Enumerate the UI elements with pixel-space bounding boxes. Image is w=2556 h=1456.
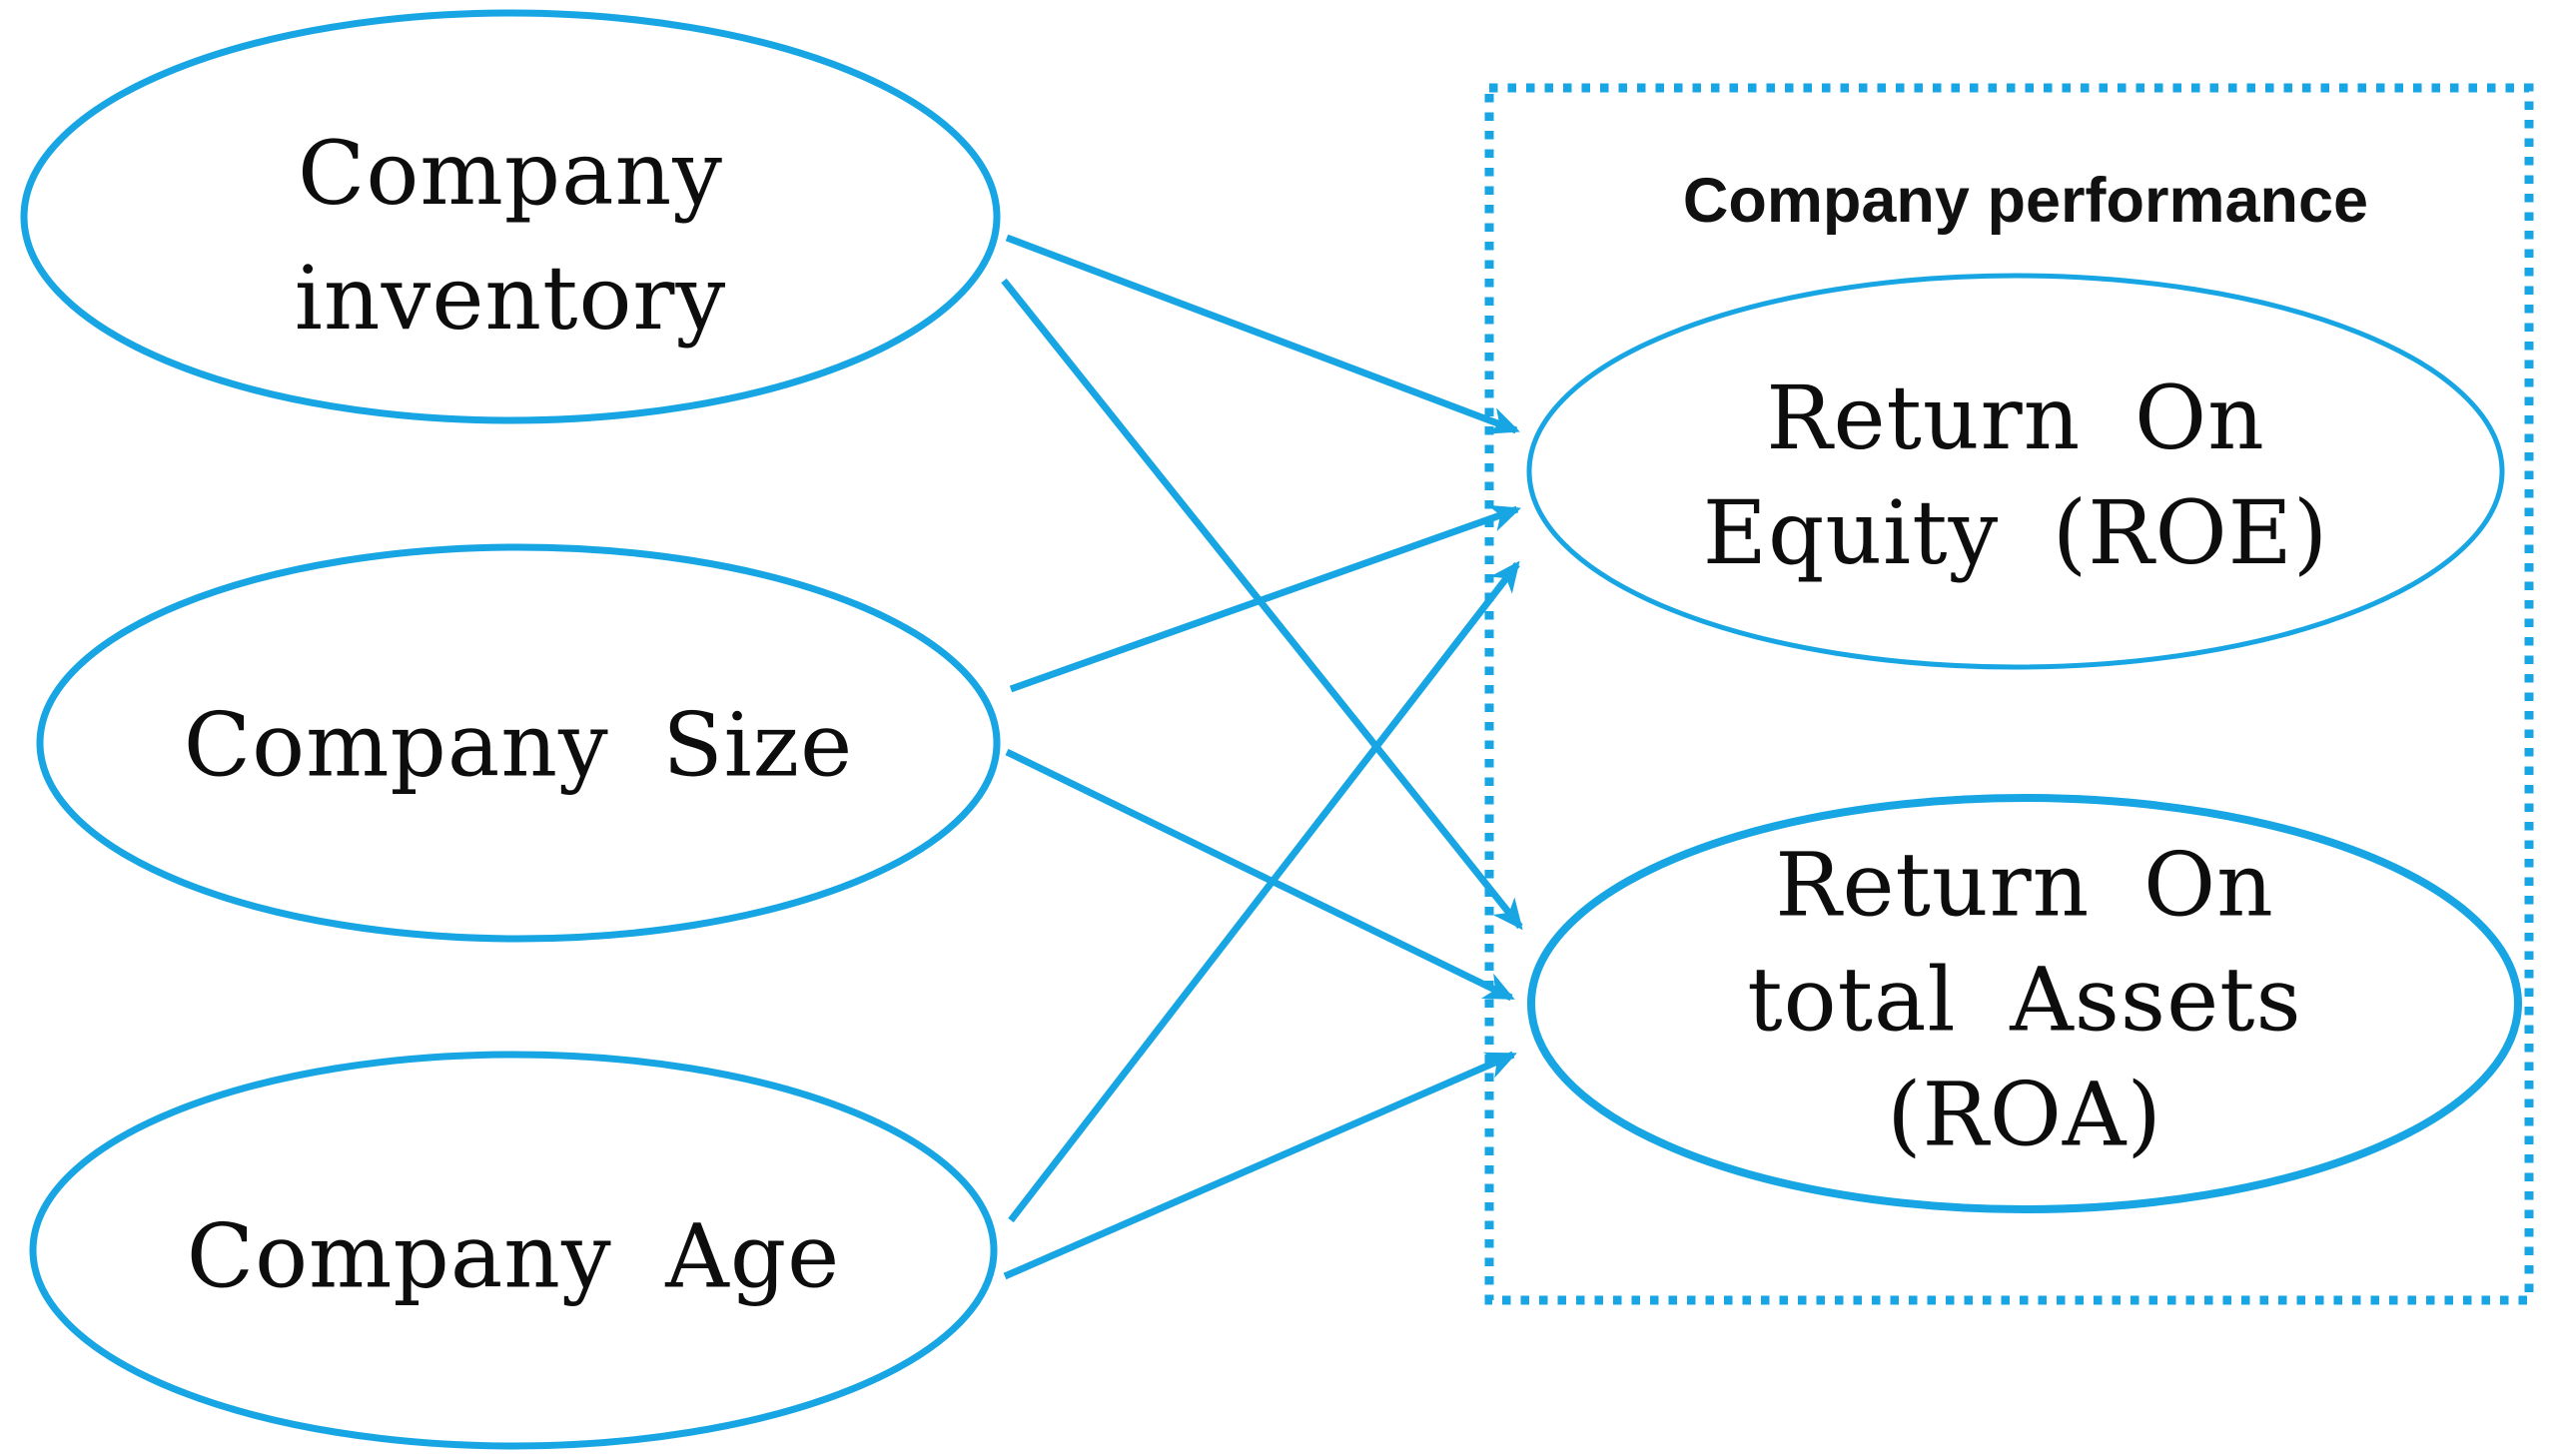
arrow-company-inventory-to-roe [1005,234,1520,434]
arrow-company-size-to-roa [1005,748,1515,1002]
label-line: total Assets [1747,948,2302,1052]
node-company-age-ellipse [29,1051,998,1450]
node-company-size-ellipse [36,543,1001,943]
label-line: Company [298,122,723,225]
node-roe-ellipse [1526,273,2505,670]
group-box-title: Company performance [1682,166,2369,236]
label-line: Equity (ROE) [1702,481,2329,584]
company-performance-group-box [1484,83,2534,1305]
arrow-company-age-to-roa [1003,1051,1517,1280]
label-line: Return On [1775,833,2274,937]
node-roa-ellipse [1527,794,2522,1213]
arrow-company-size-to-roe [1009,504,1521,693]
label-line: Company Age [186,1204,841,1308]
node-company-inventory-label: Company inventory [295,111,726,361]
node-company-age-label: Company Age [187,1199,841,1314]
label-line: Company Size [183,693,854,797]
node-company-inventory-ellipse [20,9,1001,424]
label-line: Return On [1766,366,2265,469]
arrow-company-inventory-to-roa [1001,278,1523,931]
label-line: inventory [294,247,727,350]
node-roa-label: Return On total Assets (ROA) [1747,828,2301,1172]
node-roe-label: Return On Equity (ROE) [1703,361,2328,590]
label-line: (ROA) [1887,1063,2162,1166]
node-company-size-label: Company Size [184,688,853,803]
arrow-company-age-to-roe [1008,560,1520,1223]
arrow-layer [1001,234,1523,1280]
